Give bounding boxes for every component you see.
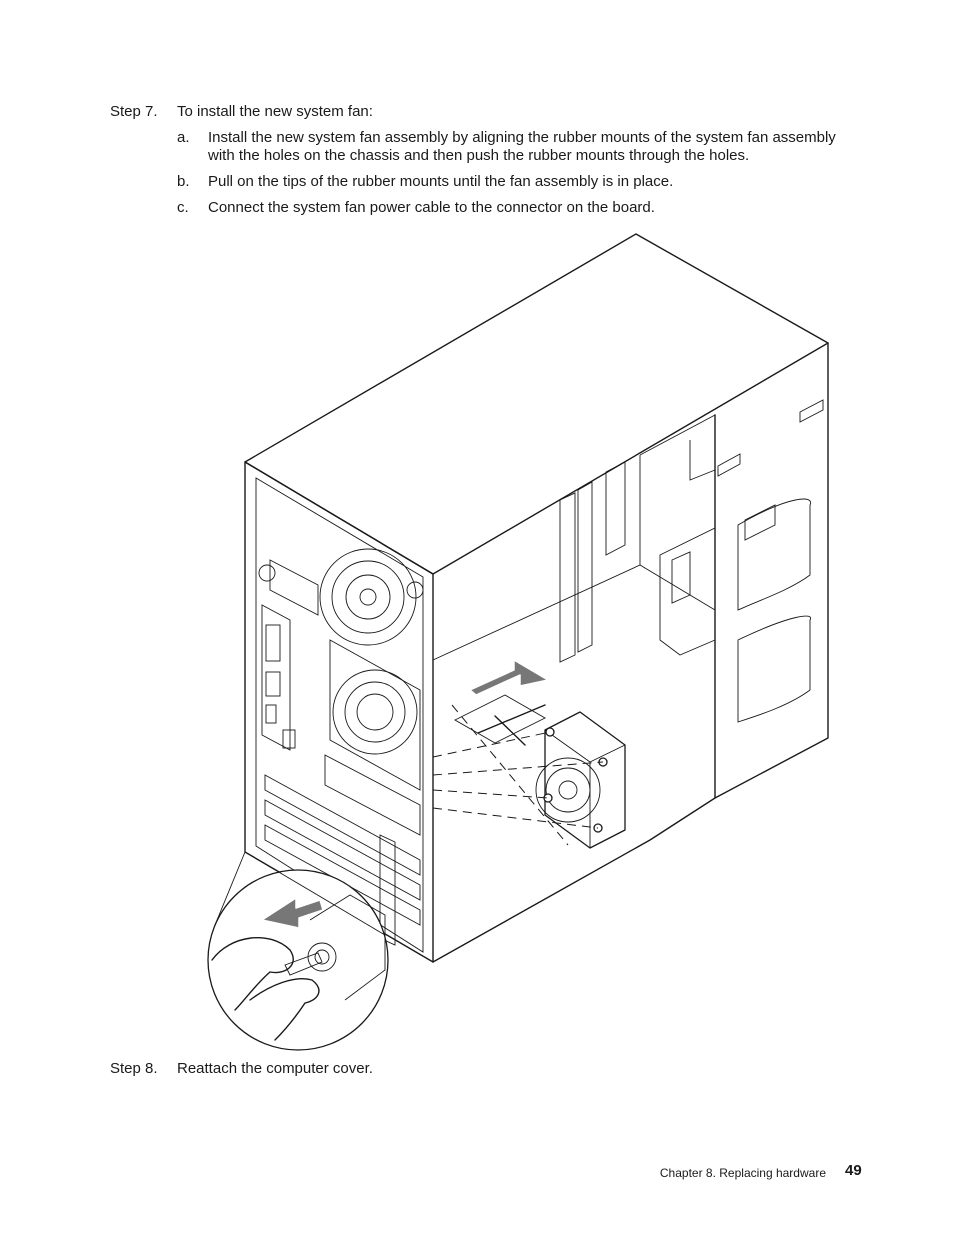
system-fan-installation-illustration <box>200 225 850 1055</box>
substep-b-letter: b. <box>177 173 190 190</box>
page-number: 49 <box>845 1162 862 1179</box>
footer-chapter-title: Chapter 8. Replacing hardware <box>659 1166 826 1180</box>
step-8-text: Reattach the computer cover. <box>177 1060 373 1077</box>
step-7-label: Step 7. <box>110 103 158 120</box>
substep-a-line-2: with the holes on the chassis and then p… <box>208 147 750 164</box>
step-7-text: To install the new system fan: <box>177 103 373 120</box>
substep-b-text: Pull on the tips of the rubber mounts un… <box>208 173 674 190</box>
substep-c-letter: c. <box>177 199 189 216</box>
substep-a-letter: a. <box>177 129 190 146</box>
substep-a-line-1: Install the new system fan assembly by a… <box>208 129 836 146</box>
step-8-label: Step 8. <box>110 1060 158 1077</box>
substep-c-text: Connect the system fan power cable to th… <box>208 199 655 216</box>
